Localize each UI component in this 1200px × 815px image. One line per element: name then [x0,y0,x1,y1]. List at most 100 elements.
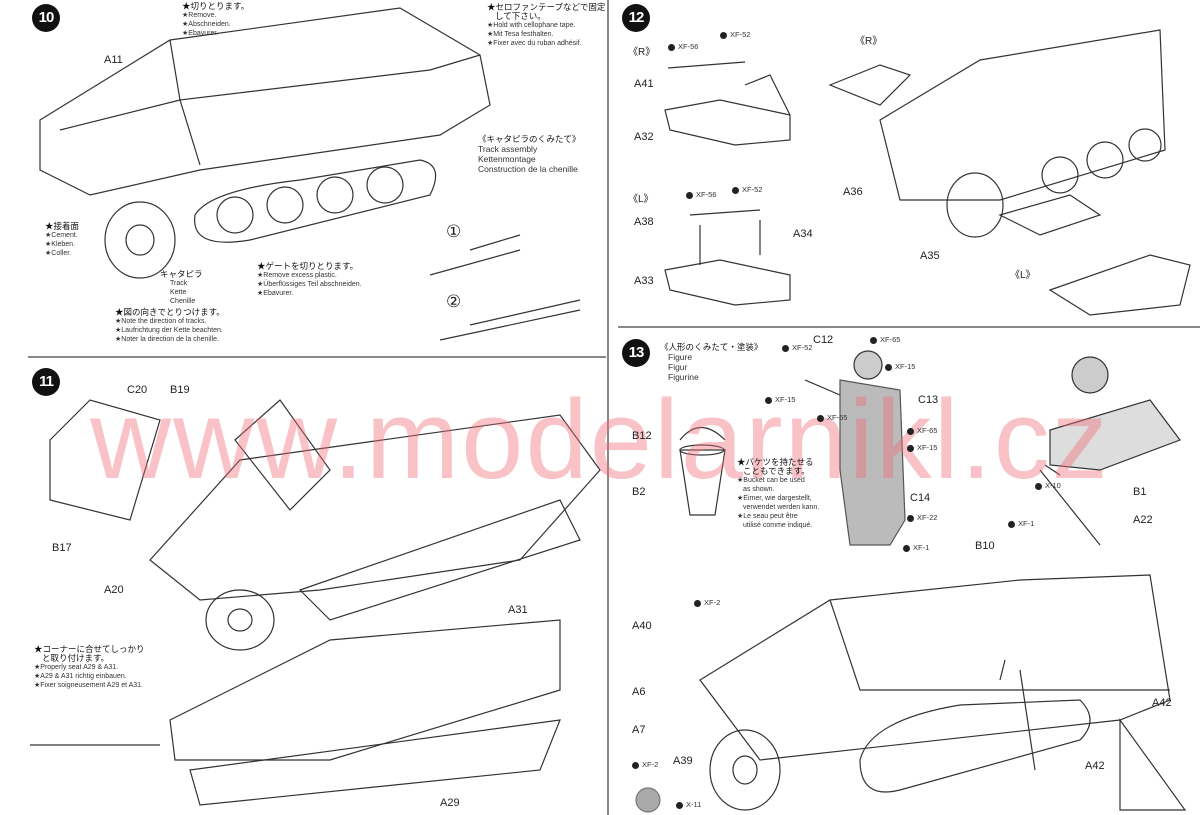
part-label-a31: A31 [508,604,528,616]
part-label-a34: A34 [793,228,813,240]
part-label-b10: B10 [975,540,995,552]
heading-de: Kettenmontage [478,154,536,164]
paint-xf56: XF-56 [686,190,716,199]
part-label-c14: C14 [910,492,931,504]
note-fr: ★Ebavurer. [182,30,219,37]
part-label-c13: C13 [918,394,939,406]
note-cement: ★接着面 ★Cement. ★Kleben. ★Coller. [45,222,79,258]
note-jp: ★バケツを持たせる [737,457,814,467]
paint-xf15: XF-15 [907,443,937,452]
part-label-a35: A35 [920,250,940,262]
side-label-r: 《R》 [855,36,883,47]
step-divider-left [28,356,606,358]
note-jp: ★コーナーに合せてしっかり [34,644,145,654]
part-label-c20: C20 [127,384,148,396]
note-fr: utilisé comme indiqué. [743,522,813,529]
paint-xf1: XF-1 [1008,519,1034,528]
paint-xf65: XF-65 [870,335,900,344]
step-number-10: 10 [32,4,60,32]
part-label-a7: A7 [632,724,646,736]
heading-fr: Figurine [668,372,699,382]
note-en: ★Hold with cellophane tape. [487,22,576,29]
note-de: ★Kleben. [45,241,76,248]
heading-fr: Construction de la chenille [478,164,578,174]
track-assembly-heading: 《キャタピラのくみたて》 Track assembly Kettenmontag… [478,134,580,174]
note-fr: ★Noter la direction de la chenille. [115,336,219,343]
note-fr: Chenille [170,298,196,305]
note-de: ★Abschneiden. [182,21,231,28]
part-label-a32: A32 [634,131,654,143]
note-en: ★Bucket can be used [737,477,805,484]
note-de: ★Überflüssiges Teil abschneiden. [257,281,362,288]
step-divider-right [618,326,1200,328]
part-label-b2: B2 [632,486,646,498]
step-number-13: 13 [622,339,650,367]
part-label-a38: A38 [634,216,654,228]
note-direction: ★図の向きでとりつけます。 ★Note the direction of tra… [115,308,225,344]
note-fr: ★Fixer avec du ruban adhésif. [487,40,582,47]
note-en: Track [170,280,188,287]
paint-xf2: XF-2 [632,760,658,769]
part-label-b1: B1 [1133,486,1147,498]
paint-xf65: XF-65 [817,413,847,422]
note-jp: して下さい。 [495,11,546,21]
halftrack-body-step10 [39,7,491,279]
part-label-a33: A33 [634,275,654,287]
label-track: キャタピラ Track Kette Chenille [160,270,203,306]
column-divider [607,0,609,815]
note-tape: ★セロファンテープなどで固定 して下さい。 ★Hold with celloph… [487,3,605,48]
note-de: Kette [170,289,187,296]
paint-xf52: XF-52 [732,185,762,194]
note-jp: ★セロファンテープなどで固定 [487,2,606,12]
part-label-a22: A22 [1133,514,1153,526]
note-jp: ★ゲートを切りとります。 [257,261,359,271]
note-jp: ★図の向きでとりつけます。 [115,307,225,317]
note-seat: ★コーナーに合せてしっかり と取り付けます。 ★Properly seat A2… [34,645,145,690]
part-label-a20: A20 [104,584,124,596]
side-label-r: 《R》 [628,47,656,58]
note-jp: キャタピラ [160,269,203,279]
step-number-11: 11 [32,368,60,396]
note-en: ★Cement. [45,232,78,239]
figure-heading: 《人形のくみたて・塗装》 Figure Figur Figurine [660,342,762,382]
side-label-l: 《L》 [628,194,654,205]
substep-1: ① [446,222,462,241]
paint-xf65: XF-65 [907,426,937,435]
paint-xf56: XF-56 [668,42,698,51]
note-fr: ★Le seau peut être [737,513,798,520]
part-label-b19: B19 [170,384,190,396]
paint-xf1: XF-1 [903,543,929,552]
part-label-a29: A29 [440,797,460,809]
note-en: ★Remove. [182,12,217,19]
paint-x11: X-11 [676,800,701,809]
parts-step13 [635,350,1187,813]
paint-xf15: XF-15 [885,362,915,371]
note-en: as shown. [743,486,775,493]
part-label-a40: A40 [632,620,652,632]
note-de: ★Mit Tesa festhalten. [487,31,554,38]
part-label-b12: B12 [632,430,652,442]
note-gate: ★ゲートを切りとります。 ★Remove excess plastic. ★Üb… [257,262,362,298]
note-fr: ★Fixer soigneusement A29 et A31. [34,682,144,689]
part-label-a42: A42 [1085,760,1105,772]
heading-de: Figur [668,362,688,372]
part-label-a42: A42 [1152,697,1172,709]
paint-xf22: XF-22 [907,513,937,522]
note-en: ★Note the direction of tracks. [115,318,207,325]
note-jp: と取り付けます。 [42,653,110,663]
paint-xf52: XF-52 [782,343,812,352]
note-fr: ★Ebavurer. [257,290,294,297]
note-de: ★Laufrichtung der Kette beachten. [115,327,223,334]
paint-xf52: XF-52 [720,30,750,39]
note-jp: こともできます。 [743,466,810,476]
note-de: ★A29 & A31 richtig einbauen. [34,673,127,680]
heading-jp: 《キャタピラのくみたて》 [478,134,581,144]
part-label-a41: A41 [634,78,654,90]
part-label-c12: C12 [813,334,834,346]
note-remove: ★切りとります。 ★Remove. ★Abschneiden. ★Ebavure… [182,2,249,38]
part-label-b17: B17 [52,542,72,554]
note-en: ★Remove excess plastic. [257,272,337,279]
halftrack-step11 [30,399,601,806]
note-jp: ★接着面 [45,221,80,231]
